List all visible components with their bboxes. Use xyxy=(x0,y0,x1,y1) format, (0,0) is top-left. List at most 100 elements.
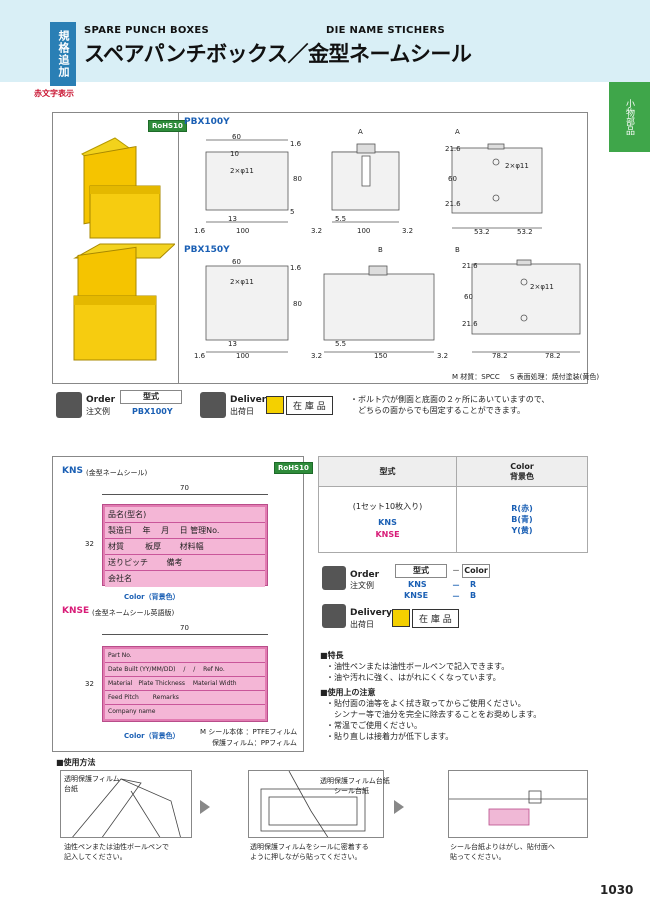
table-cell-colors: R(赤) B(青) Y(黄) xyxy=(456,486,588,553)
kns-row: 品名(型名) xyxy=(105,507,265,523)
usage-caption-2a: 透明保護フィルムをシールに密着する xyxy=(250,843,369,851)
table-cell-types: (1セット10枚入り) KNS KNSE xyxy=(318,486,457,553)
order-en: Order xyxy=(86,395,116,405)
knse-label-sample: Part No. Date Built (YY/MM/DD) / / Ref N… xyxy=(102,646,268,722)
kns-color-note: Color（背景色） xyxy=(124,593,180,601)
knse-width-line xyxy=(102,634,268,635)
spec-added-tag: 規格追加 xyxy=(50,22,76,86)
knse-height-dim: 32 xyxy=(85,680,94,688)
kns-row: 送りピッチ 備考 xyxy=(105,555,265,571)
dim: 60 xyxy=(232,258,241,266)
knse-row: Date Built (YY/MM/DD) / / Ref No. xyxy=(105,663,265,677)
usage-caption-3a: シール台紙よりはがし、貼付面へ xyxy=(450,843,555,851)
knse-subtitle: (金型ネームシール英語版) xyxy=(92,609,175,617)
order-row2-color: B xyxy=(470,591,477,600)
pbx100-label: PBX100Y xyxy=(184,117,230,127)
knse-width-dim: 70 xyxy=(180,624,189,632)
order-color-header: Color xyxy=(462,564,490,578)
kns-rohs-badge: RoHS10 xyxy=(274,462,313,474)
stock-box-icon xyxy=(392,609,410,627)
applied-label-illustration xyxy=(449,790,587,826)
dim: 2×φ11 xyxy=(230,278,254,286)
film-illustration xyxy=(260,771,366,837)
order-row2-dash: － xyxy=(452,592,460,601)
order-row2-type: KNSE xyxy=(404,591,429,600)
caution-4: ・貼り直しは接着力が低下します。 xyxy=(326,732,454,741)
dim: 1.6 xyxy=(290,264,302,272)
type-header: 型式 xyxy=(120,390,182,404)
order-type-value: PBX100Y xyxy=(132,407,173,416)
order-dash: － xyxy=(452,566,460,575)
delivery-en: Delivery xyxy=(230,395,273,405)
dim: 2×φ11 xyxy=(230,167,254,175)
dim: 21.6 xyxy=(462,262,478,270)
dim: 5.5 xyxy=(335,340,347,348)
delivery-jp: 出荷日 xyxy=(350,620,374,629)
usage-label: 台紙 xyxy=(64,785,78,793)
dim: 60 xyxy=(232,133,241,141)
dim: 13 xyxy=(228,340,237,348)
dim: 1.6 xyxy=(194,352,206,360)
pbx150-drawing xyxy=(205,259,581,353)
cautions-title: ■使用上の注意 xyxy=(320,688,376,697)
dim: 100 xyxy=(236,227,250,235)
dim: 100 xyxy=(357,227,371,235)
kns-height-dim: 32 xyxy=(85,540,94,548)
knse-color-note: Color（背景色） xyxy=(124,732,180,740)
kns-label-sample: 品名(型名) 製造日 年 月 日 管理No. 材質 板厚 材料幅 送りピッチ 備… xyxy=(102,504,268,587)
order-jp: 注文例 xyxy=(350,581,374,590)
dim: 60 xyxy=(464,293,473,301)
header-en-left: SPARE PUNCH BOXES xyxy=(84,25,209,36)
caution-3: ・常温でご使用ください。 xyxy=(326,721,422,730)
usage-label: 透明保護フィルム xyxy=(64,775,120,783)
table-header-type: 型式 xyxy=(318,456,457,487)
dim: 1.6 xyxy=(290,140,302,148)
red-text-note: 赤文字表示 xyxy=(34,89,74,98)
usage-caption-3b: 貼ってください。 xyxy=(450,853,506,861)
dim: 21.6 xyxy=(445,200,461,208)
view-b-label: B xyxy=(455,246,460,254)
kns-row: 会社名 xyxy=(105,571,265,587)
view-a-label: A xyxy=(358,128,363,136)
dim: 10 xyxy=(230,150,239,158)
dim: 78.2 xyxy=(492,352,508,360)
header-band xyxy=(0,0,650,82)
material-note: M 材質：SPCC xyxy=(452,373,500,381)
dim: 2×φ11 xyxy=(530,283,554,291)
delivery-truck-icon xyxy=(322,604,346,628)
dim: 3.2 xyxy=(437,352,449,360)
usage-title: ■使用方法 xyxy=(56,758,96,767)
kns-section xyxy=(52,456,304,752)
features-title: ■特長 xyxy=(320,651,344,660)
kns-width-dim: 70 xyxy=(180,484,189,492)
order-row1-color: R xyxy=(470,580,477,589)
box-section xyxy=(52,112,588,384)
pen-illustration xyxy=(72,778,181,837)
side-tab[interactable]: 小物部品 xyxy=(609,82,650,152)
caution-1: ・貼付面の油等をよく拭き取ってからご使用ください。 xyxy=(326,699,526,708)
dim: 150 xyxy=(374,352,388,360)
kns-width-line xyxy=(102,494,268,495)
stock-box-icon xyxy=(266,396,284,414)
usage-label: 透明保護フィルム台紙 xyxy=(320,777,390,785)
dim: 1.6 xyxy=(194,227,206,235)
knse-title: KNSE xyxy=(62,606,90,616)
view-b-label: B xyxy=(378,246,383,254)
page-number: 1030 xyxy=(600,883,634,897)
box-divider xyxy=(178,112,179,384)
dim: 2×φ11 xyxy=(505,162,529,170)
order-phone-icon xyxy=(56,392,82,418)
delivery-truck-icon xyxy=(200,392,226,418)
dim: 80 xyxy=(293,175,302,183)
feature-2: ・油や汚れに強く、はがれにくくなっています。 xyxy=(326,673,501,682)
order-phone-icon xyxy=(322,566,346,590)
dim: 5 xyxy=(290,208,295,216)
pbx150-label: PBX150Y xyxy=(184,245,230,255)
pbx100-drawing xyxy=(205,139,543,229)
kns-row: 材質 板厚 材料幅 xyxy=(105,539,265,555)
dim: 60 xyxy=(448,175,457,183)
dim: 100 xyxy=(236,352,250,360)
dim: 13 xyxy=(228,215,237,223)
usage-step-2 xyxy=(248,770,384,838)
